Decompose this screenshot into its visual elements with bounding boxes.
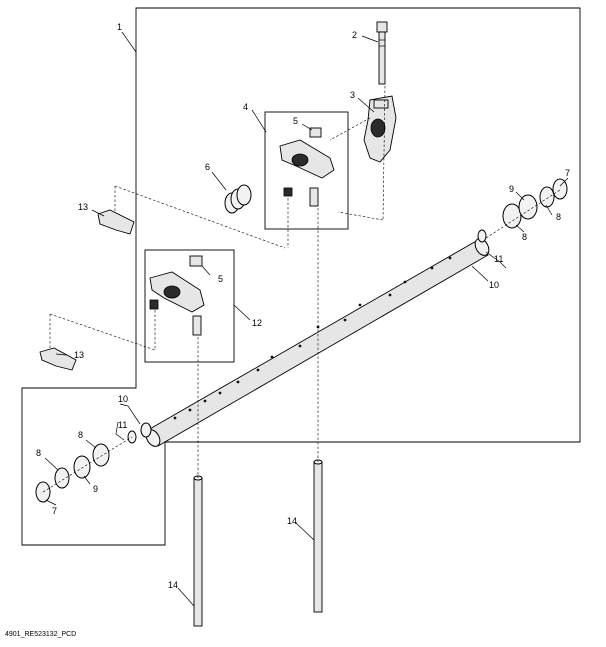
bracket-lower [39,347,77,371]
bracket-upper [97,209,135,235]
callout-13-upper: 13 [78,202,88,212]
callout-7-right: 7 [565,168,570,178]
callout-8-right-a: 8 [556,212,561,222]
spring [224,184,252,214]
rocker-arm-box-4 [279,139,335,207]
figure-id: 4901_RE523132_PCD [5,631,76,638]
push-rod-right [313,459,323,613]
subassembly-box-12 [144,249,235,363]
shaft-support-bracket [363,95,397,163]
callout-9-right: 9 [509,184,514,194]
callout-11-left: 11 [118,420,127,430]
callout-14-right: 14 [287,516,297,526]
callout-7-left: 7 [52,506,57,516]
right-end-hardware [477,178,568,243]
callout-11-right: 11 [494,254,503,264]
callout-8-left-a: 8 [78,430,83,440]
callout-1: 1 [117,22,122,32]
shaft-oil-holes [173,256,452,420]
callout-8-right-b: 8 [522,232,527,242]
callout-13-lower: 13 [74,350,84,360]
callout-8-left-b: 8 [36,448,41,458]
callout-4: 4 [243,102,248,112]
leader-lines [44,31,569,607]
callout-14-left: 14 [168,580,178,590]
callout-2: 2 [352,30,357,40]
callout-3: 3 [350,90,355,100]
push-rod-left [193,475,203,627]
cap-screw [376,21,388,85]
subassembly-box-4 [264,111,349,230]
left-end-hardware [35,422,152,503]
callout-6: 6 [205,162,210,172]
callout-10-left: 10 [118,394,128,404]
callout-5-lower: 5 [218,274,223,284]
callout-10-right: 10 [489,280,499,290]
assembly-outline [21,7,581,546]
rocker-shaft [145,238,490,447]
lock-nut [309,127,322,138]
callout-9-left: 9 [93,484,98,494]
callout-5-upper: 5 [293,116,298,126]
rocker-arm-box-12 [149,255,205,336]
callout-12: 12 [252,318,262,328]
alignment-lines [42,85,561,493]
